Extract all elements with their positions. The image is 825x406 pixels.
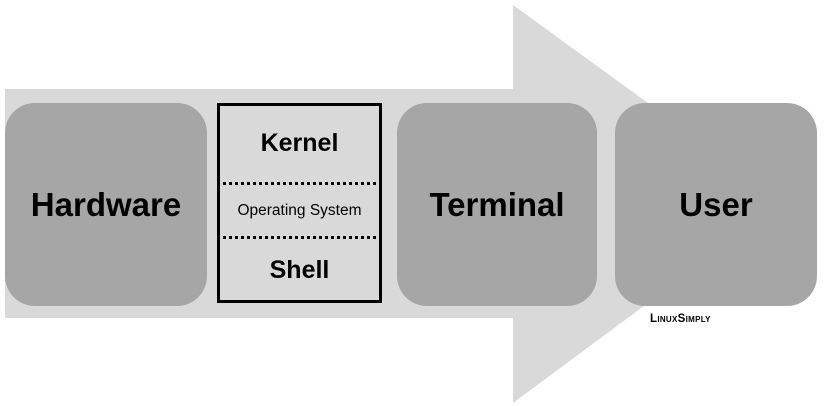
hardware-label: Hardware [30,185,182,223]
terminal-box: Terminal [397,103,597,306]
operating-system-group: Kernel Operating System Shell [217,103,382,303]
operating-system-label: Operating System [237,201,362,219]
kernel-section: Kernel [220,106,379,181]
shell-label: Shell [269,256,330,284]
shell-section: Shell [220,239,379,302]
user-label: User [679,185,753,223]
hardware-box: Hardware [5,103,207,306]
terminal-label: Terminal [429,185,565,223]
kernel-label: Kernel [260,129,339,157]
brand-logo-text: LinuxSimply [650,313,711,325]
user-box: User [615,103,817,306]
operating-system-section: Operating System [217,182,382,239]
